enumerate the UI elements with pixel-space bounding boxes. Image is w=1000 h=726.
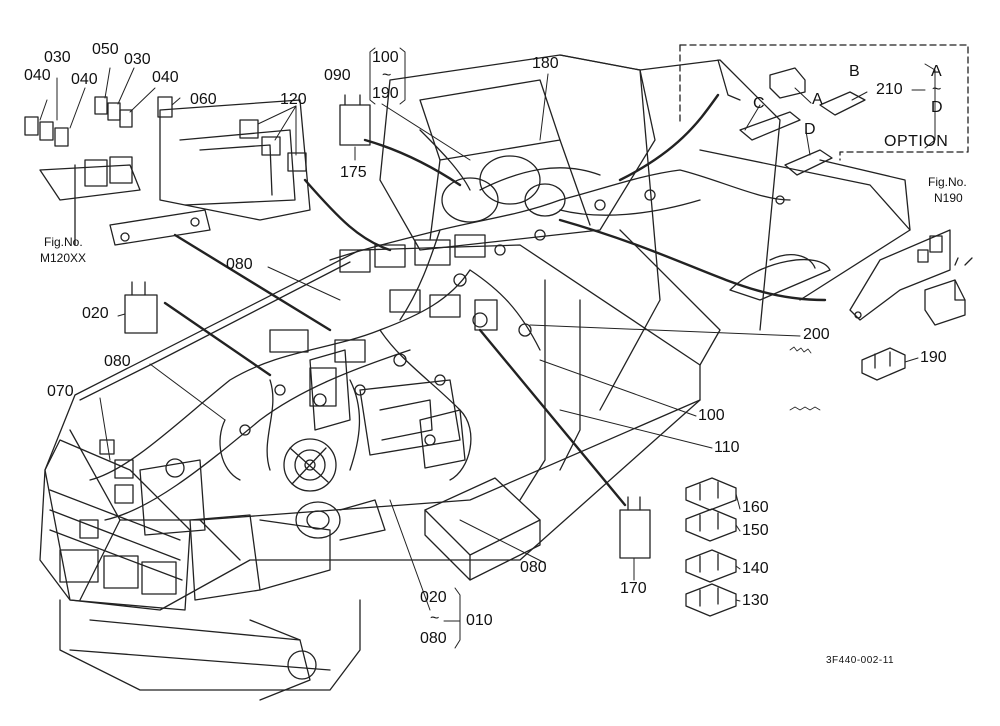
callout-175: 175 [340, 164, 367, 181]
fig-ref-m120xx-line2: M120XX [40, 251, 87, 265]
callout-210: 210 [876, 81, 903, 98]
leader-lines [39, 47, 936, 649]
option-range-tilde: ~ [932, 81, 942, 98]
option-label: OPTION [884, 133, 949, 150]
relay-170 [619, 496, 651, 559]
callout-010: 010 [466, 612, 493, 629]
routing-lines [163, 93, 827, 507]
option-letter-c: C [753, 95, 765, 112]
cab-pillars [519, 54, 911, 501]
fuse-130 [685, 583, 737, 617]
callout-110: 110 [714, 439, 740, 456]
callout-030-a: 030 [44, 49, 71, 66]
callout-080-d: 080 [420, 630, 447, 647]
callout-100-b: 100 [698, 407, 725, 424]
callout-tilde-1: ~ [382, 67, 392, 84]
relay-n190 [924, 257, 973, 326]
callout-200: 200 [803, 326, 830, 343]
lower-frame [59, 599, 361, 701]
radiator-block [139, 458, 331, 601]
starter-motor [295, 499, 386, 541]
option-range-start: A [931, 63, 942, 80]
hood-outline [39, 244, 701, 611]
relay-120 [239, 119, 307, 172]
bracket-n190 [849, 229, 951, 321]
fuse-160 [685, 477, 737, 511]
relay-bracket [39, 164, 211, 246]
fuse-190 [861, 347, 906, 381]
callout-080-b: 080 [104, 353, 131, 370]
battery-box [424, 477, 541, 581]
left-panel [159, 99, 311, 221]
callout-tilde-2: ~ [430, 610, 440, 627]
callout-180: 180 [532, 55, 559, 72]
fig-ref-m120xx-line1: Fig.No. [44, 235, 83, 249]
callout-080-a: 080 [226, 256, 253, 273]
option-letter-d: D [804, 121, 816, 138]
callout-170: 170 [620, 580, 647, 597]
callout-040-b: 040 [71, 71, 98, 88]
option-box [679, 44, 969, 161]
fig-ref-n190-line2: N190 [934, 191, 963, 205]
engine-block [309, 349, 466, 469]
callout-020-b: 020 [420, 589, 447, 606]
wiring-harness [79, 129, 791, 539]
callout-190-a: 190 [372, 85, 399, 102]
callout-100-a: 100 [372, 49, 399, 66]
diagram-id: 3F440-002-11 [826, 655, 895, 666]
relay-020 [124, 281, 158, 334]
callout-120: 120 [280, 91, 307, 108]
callout-050: 050 [92, 41, 119, 58]
fuse-140 [685, 549, 737, 583]
callout-080-c: 080 [520, 559, 547, 576]
ground-marks [789, 346, 821, 411]
fender-arm [729, 254, 831, 301]
callout-040-c: 040 [152, 69, 179, 86]
callout-040-a: 040 [24, 67, 51, 84]
option-range-end: D [931, 99, 943, 116]
callout-090: 090 [324, 67, 351, 84]
relay-group-left [24, 96, 173, 187]
callout-160: 160 [742, 499, 769, 516]
callout-190-b: 190 [920, 349, 947, 366]
callout-030-b: 030 [124, 51, 151, 68]
fig-ref-n190-line1: Fig.No. [928, 175, 967, 189]
option-letter-a: A [812, 91, 823, 108]
callout-150: 150 [742, 522, 769, 539]
callout-060: 060 [190, 91, 217, 108]
option-letter-b: B [849, 63, 860, 80]
option-connectors [717, 59, 866, 176]
callout-020-a: 020 [82, 305, 109, 322]
callout-140: 140 [742, 560, 769, 577]
relay-175 [339, 94, 371, 146]
callout-070: 070 [47, 383, 74, 400]
dashboard-panel [379, 54, 656, 251]
fuse-150 [685, 508, 737, 542]
callout-130: 130 [742, 592, 769, 609]
alternator [283, 438, 337, 492]
